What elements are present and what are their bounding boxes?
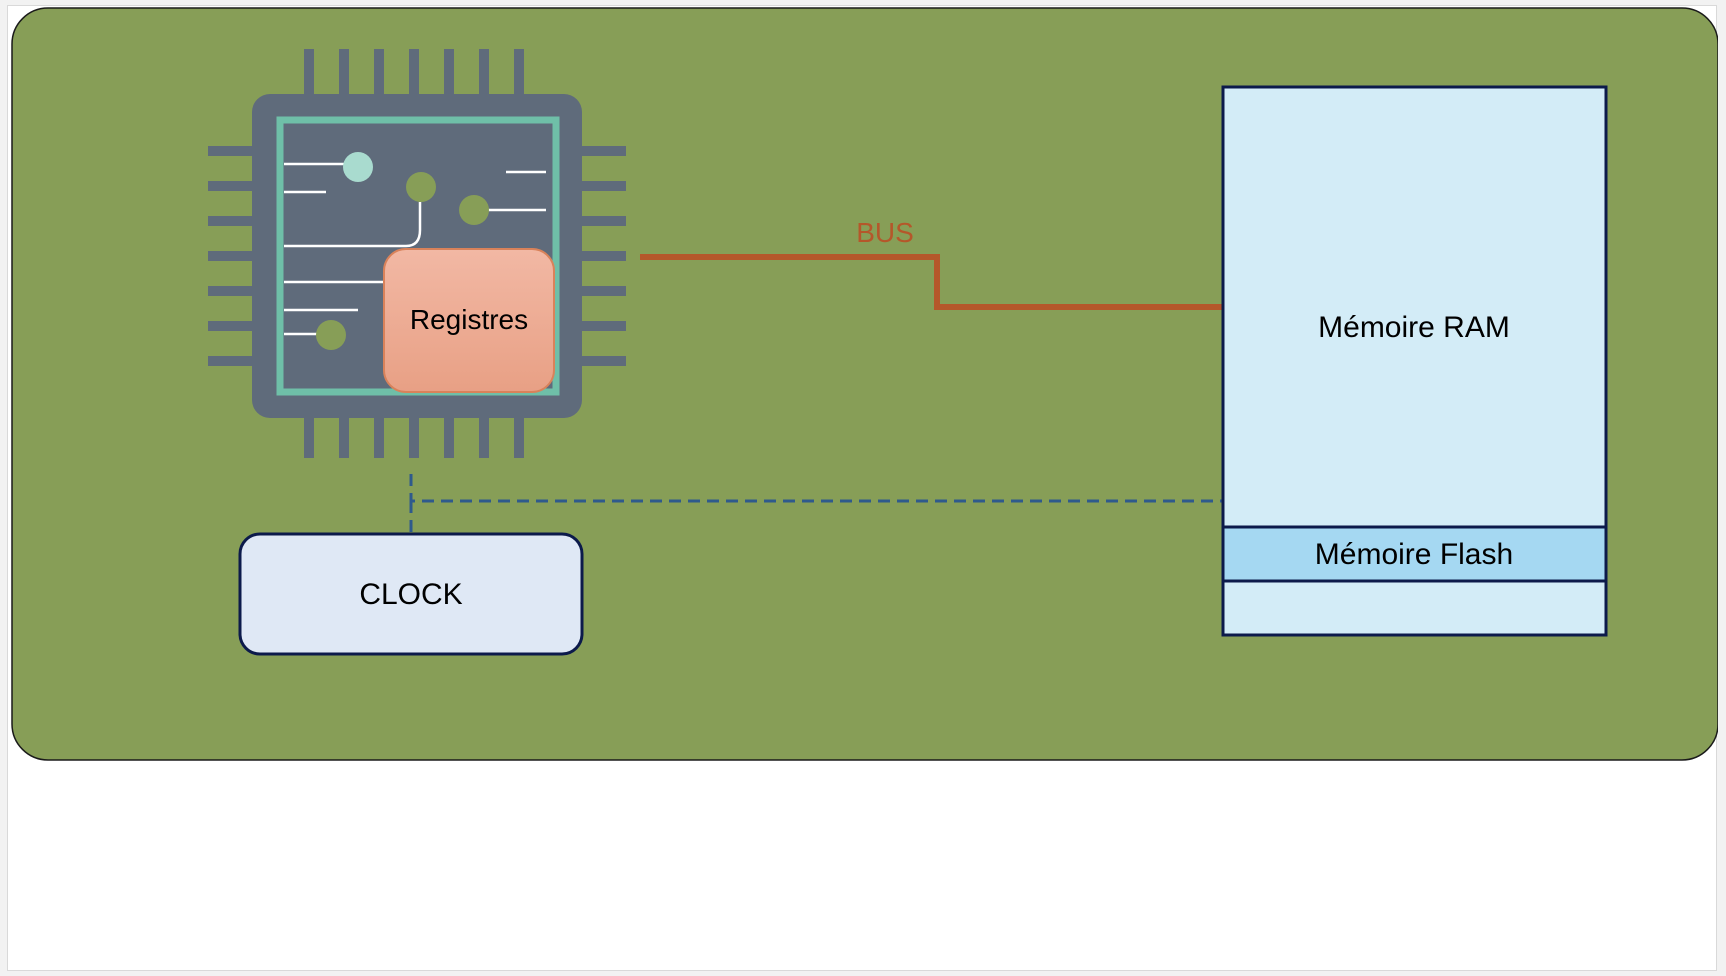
ram-area	[1221, 85, 1608, 529]
clock-block: CLOCK	[238, 532, 584, 656]
bus-label: BUS	[856, 217, 914, 248]
memory-block: Mémoire RAM Mémoire Flash	[1221, 85, 1608, 637]
chip-node	[406, 172, 436, 202]
memory-bottom-area	[1221, 579, 1608, 637]
chip-node	[459, 195, 489, 225]
chip-right-pins	[570, 146, 626, 366]
chip-left-pins	[208, 146, 264, 366]
chip-node	[316, 320, 346, 350]
chip-node	[343, 152, 373, 182]
registers-block: Registres	[383, 248, 555, 393]
chip-traces	[284, 162, 546, 336]
flash-label: Mémoire Flash	[1315, 538, 1513, 571]
clock-link-dashed	[409, 474, 1224, 534]
ram-label: Mémoire RAM	[1318, 311, 1510, 344]
registers-label: Registres	[410, 304, 528, 335]
chip-top-pins	[304, 49, 524, 101]
slide-canvas: Registres BUS Mémoire RAM Mémoire Flash …	[7, 5, 1718, 971]
clock-label: CLOCK	[359, 578, 462, 611]
architecture-diagram: Registres BUS Mémoire RAM Mémoire Flash …	[11, 7, 1718, 761]
bus-connection: BUS	[640, 217, 1222, 310]
chip-bottom-pins	[304, 406, 524, 458]
